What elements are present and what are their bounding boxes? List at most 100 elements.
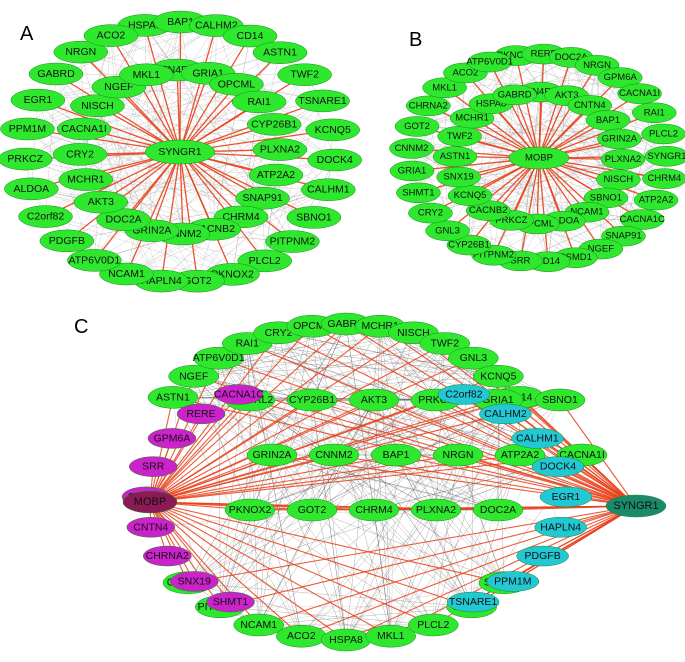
- node-ellipse: [18, 205, 73, 228]
- node-a-kcnq5: KCNQ5: [305, 118, 360, 142]
- node-label: BAP1: [596, 115, 620, 126]
- node-label: CNTN4: [133, 521, 168, 533]
- node-b-gpm6a: GPM6A: [597, 67, 643, 88]
- bg-edge: [311, 509, 434, 626]
- bg-edge: [373, 509, 472, 608]
- bg-edge: [454, 156, 624, 237]
- node-b-shmt1: SHMT1: [396, 182, 441, 204]
- node-label: CSMD1: [559, 252, 592, 263]
- hub-edge: [149, 501, 434, 626]
- node-ellipse: [28, 62, 84, 86]
- bg-edge: [345, 454, 459, 641]
- node-ellipse: [436, 166, 481, 188]
- bg-edge: [258, 582, 504, 626]
- node-ellipse: [394, 116, 440, 137]
- node-label: DOCK4: [540, 461, 576, 473]
- node-ellipse: [508, 146, 570, 170]
- bg-edge: [333, 454, 472, 608]
- node-ellipse: [419, 332, 471, 355]
- node-c-calhm2: CALHM2: [479, 403, 532, 425]
- bg-edge: [457, 454, 505, 583]
- hub-edge: [179, 25, 217, 153]
- node-ellipse: [58, 168, 114, 191]
- node-label: PKNOX2: [229, 504, 272, 516]
- node-c-pknox2: PKNOX2: [224, 498, 276, 522]
- hub-edge: [149, 501, 347, 641]
- node-ellipse: [422, 77, 467, 99]
- hub-edge: [447, 157, 540, 232]
- node-label: CALHM2: [195, 20, 238, 32]
- node-a-rai1: RAI1: [231, 90, 287, 114]
- bg-edge: [31, 100, 39, 189]
- bg-edge: [395, 454, 472, 607]
- bg-edge: [213, 35, 251, 230]
- node-b-cacna1c: CACNA1C: [619, 209, 665, 230]
- node-label: CNTN4: [574, 100, 606, 111]
- bg-edge: [220, 509, 251, 607]
- bg-edge: [220, 326, 381, 607]
- node-a-dock4: DOCK4: [307, 148, 362, 172]
- node-label: SNAP91: [605, 231, 641, 242]
- bg-edge: [379, 326, 391, 637]
- bg-edge: [271, 454, 472, 608]
- node-label: RAI1: [247, 96, 271, 108]
- node-ellipse: [295, 89, 350, 113]
- node-label: SYNGR1: [647, 151, 685, 162]
- node-label: SNAP91: [242, 192, 282, 204]
- node-c-plcl2: PLCL2: [408, 613, 459, 637]
- node-ellipse: [644, 146, 685, 167]
- panel-a-label: A: [20, 23, 34, 45]
- node-ellipse: [126, 517, 176, 538]
- hub-edge: [149, 501, 189, 583]
- bg-edge: [278, 332, 499, 377]
- node-c-cnnm2: CNNM2: [308, 443, 360, 467]
- node-label: NRGN: [65, 46, 96, 58]
- node-label: PRKCZ: [7, 153, 43, 165]
- node-a-nrgn: NRGN: [53, 40, 109, 64]
- node-ellipse: [446, 591, 500, 613]
- panel-c-label: C: [74, 316, 88, 338]
- bg-edge: [218, 358, 313, 511]
- node-label: MOBP: [525, 153, 553, 164]
- node-a-doc2a: DOC2A: [96, 208, 151, 231]
- node-label: AKT3: [88, 196, 114, 208]
- bg-edge: [278, 332, 499, 511]
- node-ellipse: [286, 498, 338, 522]
- hub-edge: [519, 157, 540, 262]
- hub-edge: [179, 73, 209, 153]
- node-label: ACO2: [452, 67, 478, 78]
- hub-edge: [538, 157, 549, 262]
- node-label: PKNOX2: [497, 50, 536, 61]
- node-ellipse: [473, 365, 524, 388]
- node-a-ppm1m: PPM1M: [0, 117, 55, 141]
- node-b-cnnm2: CNNM2: [389, 138, 434, 159]
- node-label: PLCL2: [417, 619, 449, 631]
- hub-edge: [468, 157, 540, 246]
- bg-edge: [187, 343, 445, 583]
- node-ellipse: [531, 456, 585, 477]
- node-ellipse: [472, 498, 524, 522]
- node-c-atp2a2: ATP2A2: [494, 443, 546, 467]
- hub-edge: [145, 74, 181, 153]
- bg-edge: [345, 326, 381, 641]
- node-label: HSPA8: [476, 98, 506, 109]
- node-ellipse: [539, 486, 593, 508]
- hub-edge: [160, 151, 181, 282]
- node-label: CHRM4: [222, 211, 259, 223]
- bg-edge: [278, 332, 375, 401]
- bg-edge: [200, 413, 335, 456]
- bg-edge: [333, 454, 434, 626]
- node-ellipse: [446, 234, 492, 256]
- hub-edge: [151, 151, 181, 231]
- node-ellipse: [206, 591, 255, 613]
- node-a-cd14: CD14: [222, 24, 278, 48]
- node-label: PPM1M: [9, 123, 46, 135]
- node-ellipse: [252, 138, 308, 161]
- node-a-atp6v0d1: ATP6V0D1: [67, 249, 122, 272]
- node-label: NISCH: [604, 174, 634, 185]
- node-c-mkl1: MKL1: [365, 624, 416, 648]
- hub-edge: [179, 52, 281, 153]
- node-label: ASTN1: [156, 391, 190, 403]
- node-label: RAI1: [644, 107, 665, 118]
- node-label: ATP6V0D1: [193, 352, 245, 364]
